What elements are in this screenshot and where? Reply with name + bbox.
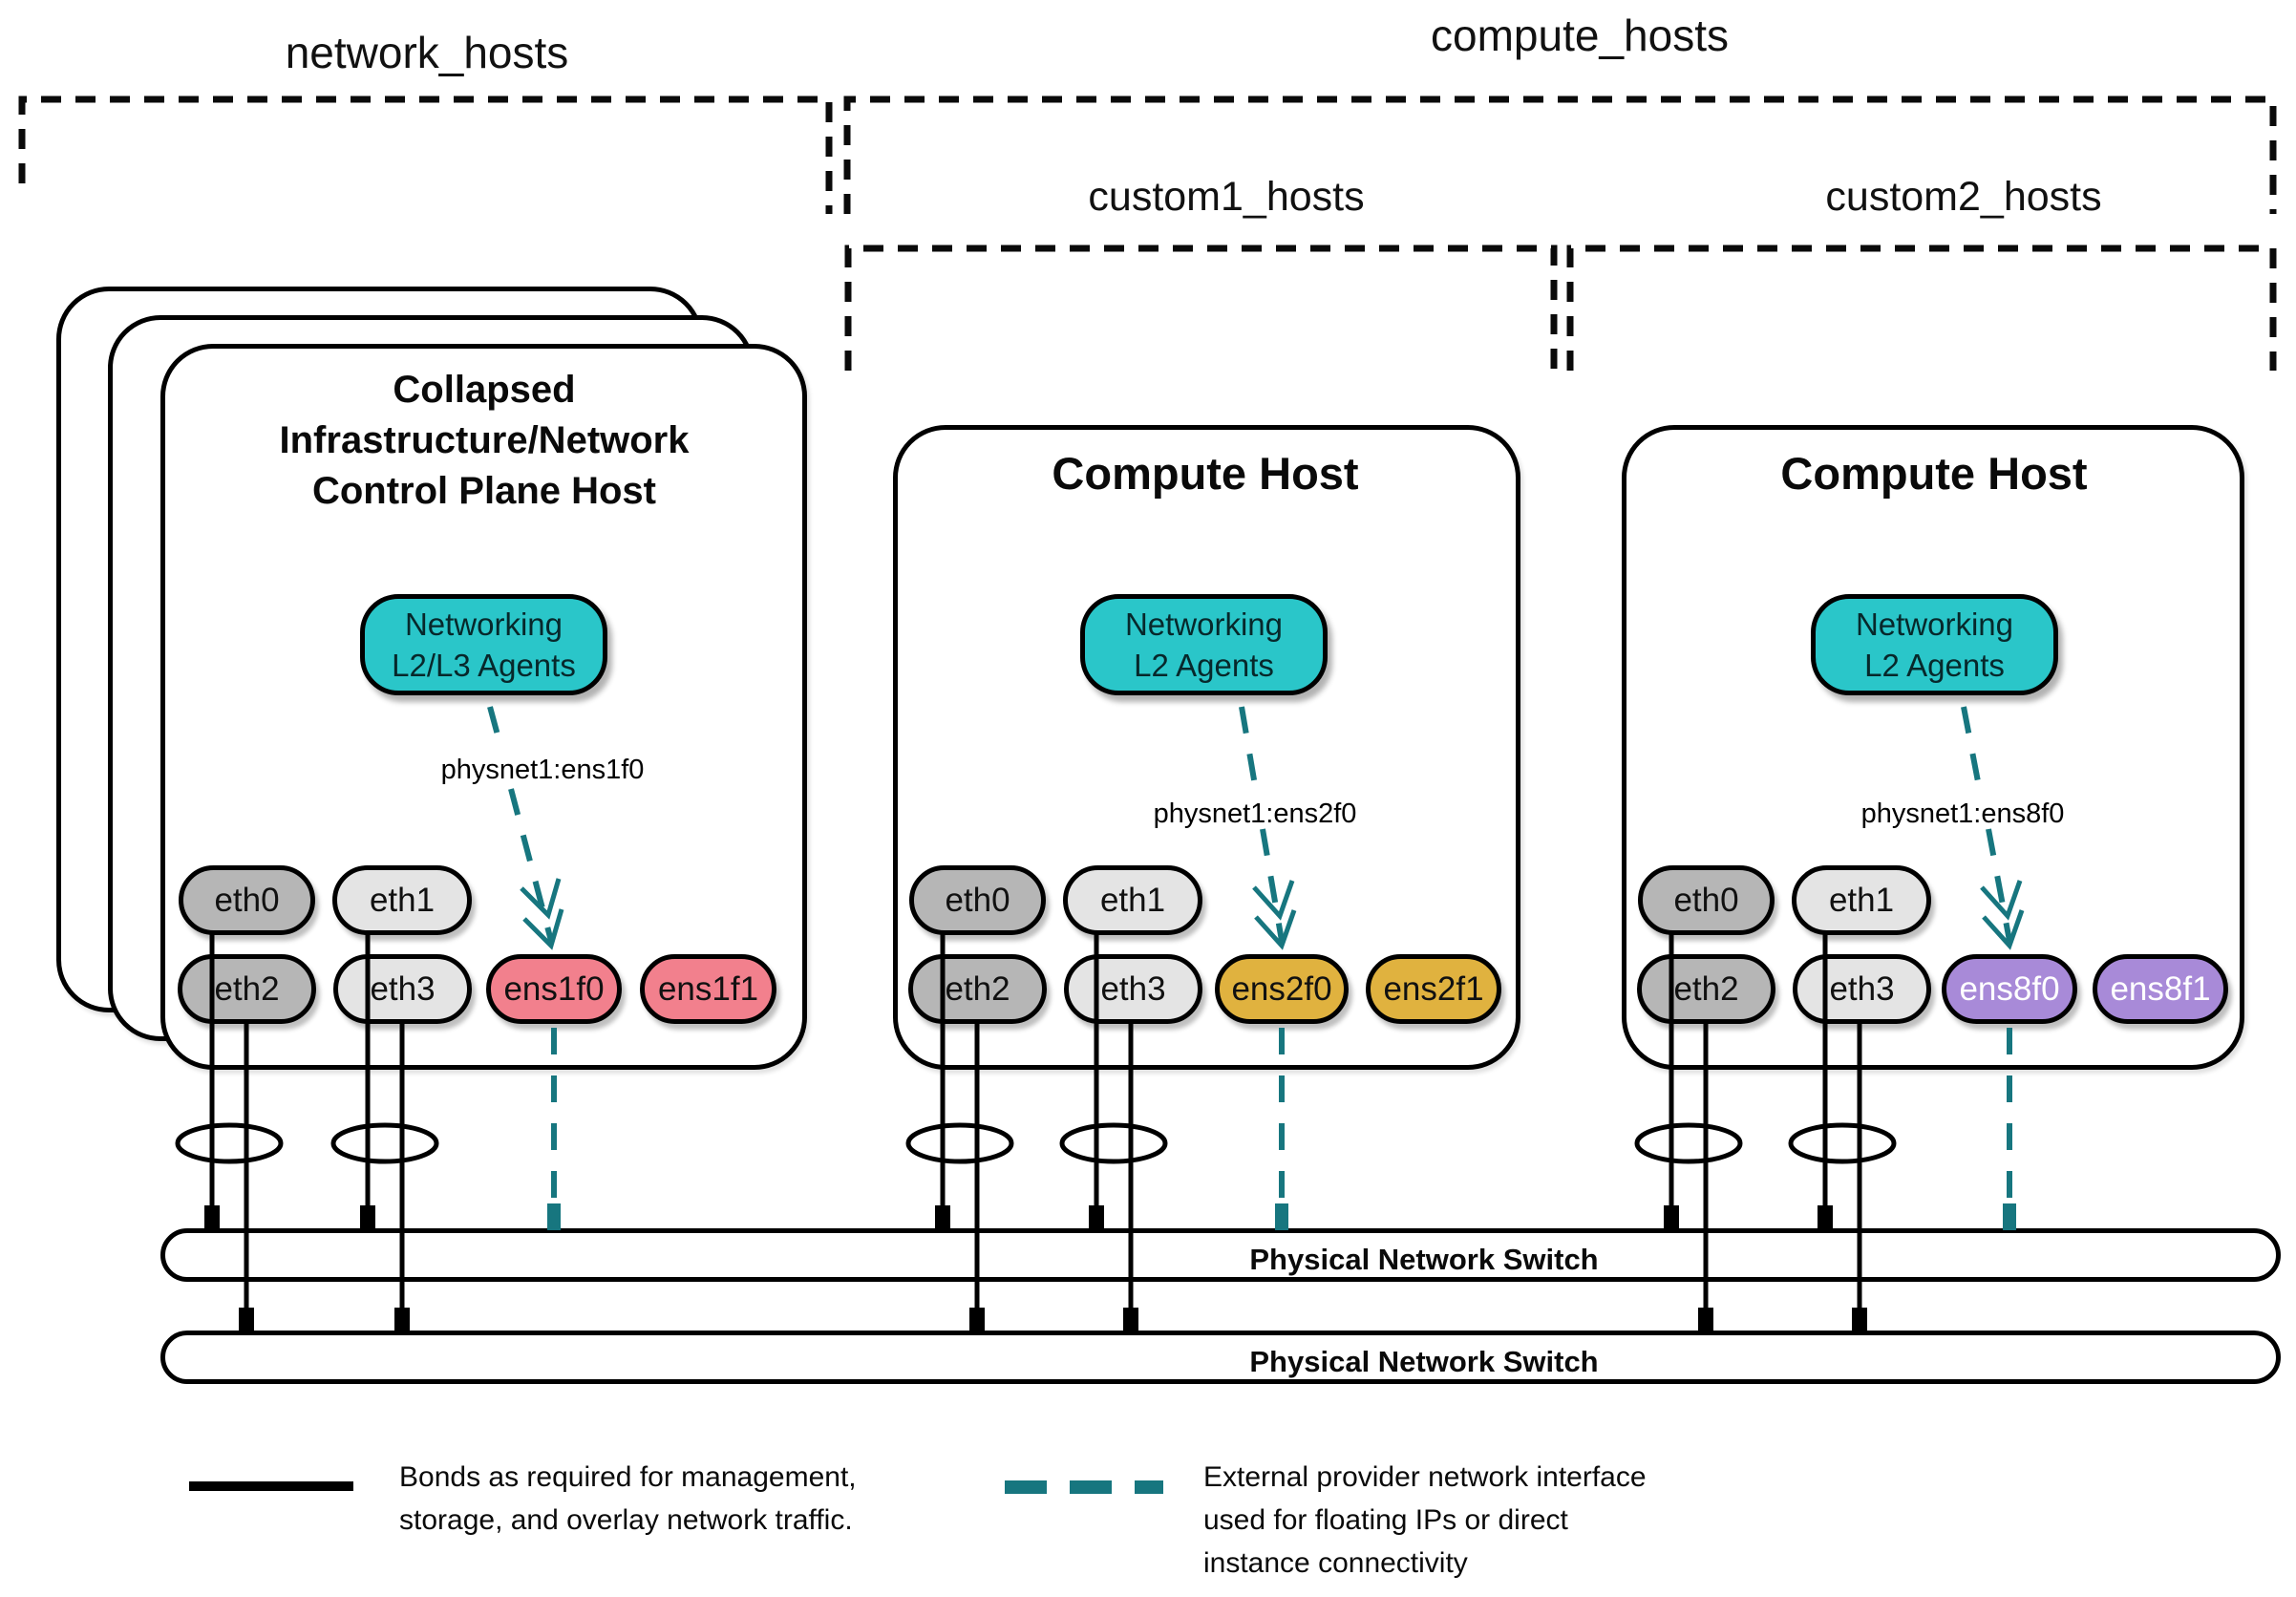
agent-label-line: Networking	[1855, 607, 2014, 642]
provider-connector-square	[1275, 1203, 1288, 1230]
agent-label-line: L2 Agents	[1134, 648, 1274, 683]
bracket-custom2-hosts	[1566, 245, 2277, 371]
connector-square	[1089, 1205, 1104, 1230]
agent-box-infra: Networking L2/L3 Agents	[360, 594, 607, 695]
nic-pill-ens2f1: ens2f1	[1366, 954, 1501, 1024]
agent-label-line: L2/L3 Agents	[392, 648, 576, 683]
nic-pill-eth0: eth0	[179, 865, 315, 935]
physical-switch-bottom: Physical Network Switch	[160, 1331, 2281, 1384]
bond-ellipse	[1634, 1122, 1743, 1164]
provider-switch-connectors	[547, 1203, 2016, 1230]
nic-pill-eth2: eth2	[178, 954, 316, 1024]
connector-square	[1852, 1308, 1867, 1332]
legend-text-line: Bonds as required for management,	[399, 1461, 857, 1493]
bond-ellipse	[1059, 1122, 1168, 1164]
connector-square	[1698, 1308, 1713, 1332]
host-box-infra	[160, 344, 807, 1070]
nic-pill-eth3: eth3	[1793, 954, 1931, 1024]
connector-square	[969, 1308, 985, 1332]
bond-ellipse	[1788, 1122, 1897, 1164]
connector-square	[1664, 1205, 1679, 1230]
agent-label-line: Networking	[404, 607, 563, 642]
physnet-label-infra: physnet1:ens1f0	[440, 755, 645, 785]
connector-square	[394, 1308, 410, 1332]
nic-pill-eth0: eth0	[909, 865, 1046, 935]
switch-label: Physical Network Switch	[1249, 1345, 1599, 1378]
connector-square	[1123, 1308, 1138, 1332]
host-title-line: Infrastructure/Network	[279, 419, 690, 461]
physnet-label-compute2: physnet1:ens8f0	[1860, 798, 2065, 829]
nic-pill-eth3: eth3	[333, 954, 472, 1024]
agent-label-line: Networking	[1124, 607, 1284, 642]
bracket-network-hosts	[18, 96, 833, 214]
provider-connector-square	[2003, 1203, 2016, 1230]
host-title-compute2: Compute Host	[1780, 448, 2088, 499]
nic-pill-eth1: eth1	[1063, 865, 1202, 935]
physnet-label-compute1: physnet1:ens2f0	[1153, 798, 1357, 829]
physical-switch-top: Physical Network Switch	[160, 1228, 2281, 1282]
host-title-line: Control Plane Host	[311, 470, 657, 512]
switch-label: Physical Network Switch	[1249, 1243, 1599, 1276]
nic-pill-ens1f1: ens1f1	[640, 954, 776, 1024]
agent-box-compute1: Networking L2 Agents	[1080, 594, 1328, 695]
host-title-compute1: Compute Host	[1052, 448, 1359, 499]
legend-provider-text: External provider network interface used…	[1203, 1456, 1647, 1585]
nic-pill-eth2: eth2	[908, 954, 1047, 1024]
group-label-custom1-hosts: custom1_hosts	[1088, 174, 1365, 220]
legend-text-line: instance connectivity	[1203, 1547, 1468, 1579]
provider-connector-square	[547, 1203, 561, 1230]
nic-pill-eth1: eth1	[1792, 865, 1931, 935]
bracket-custom1-hosts	[844, 245, 1558, 371]
nic-pill-ens8f1: ens8f1	[2093, 954, 2228, 1024]
connector-square	[239, 1308, 254, 1332]
nic-pill-ens1f0: ens1f0	[486, 954, 622, 1024]
bond-ellipse	[175, 1122, 284, 1164]
connector-square	[935, 1205, 950, 1230]
legend-bond-text: Bonds as required for management, storag…	[399, 1456, 857, 1542]
legend-bond-line-sample	[189, 1481, 353, 1491]
nic-pill-eth0: eth0	[1638, 865, 1775, 935]
nic-pill-eth2: eth2	[1637, 954, 1775, 1024]
agent-label-line: L2 Agents	[1864, 648, 2005, 683]
bond-ellipses	[175, 1122, 1897, 1164]
nic-pill-ens2f0: ens2f0	[1215, 954, 1349, 1024]
group-label-compute-hosts: compute_hosts	[1431, 11, 1729, 60]
legend-text-line: used for floating IPs or direct	[1203, 1504, 1568, 1536]
bond-ellipse	[330, 1122, 439, 1164]
host-title-infra: Collapsed Infrastructure/Network Control…	[280, 365, 690, 517]
host-title-line: Collapsed	[393, 369, 576, 411]
bond-ellipse	[905, 1122, 1014, 1164]
legend-text-line: External provider network interface	[1203, 1461, 1647, 1493]
group-label-network-hosts: network_hosts	[285, 28, 569, 77]
connector-square	[1818, 1205, 1833, 1230]
connector-square	[204, 1205, 220, 1230]
nic-pill-eth3: eth3	[1064, 954, 1202, 1024]
nic-pill-eth1: eth1	[332, 865, 472, 935]
nic-pill-ens8f0: ens8f0	[1942, 954, 2077, 1024]
agent-box-compute2: Networking L2 Agents	[1811, 594, 2058, 695]
group-label-custom2-hosts: custom2_hosts	[1825, 174, 2102, 220]
legend-text-line: storage, and overlay network traffic.	[399, 1504, 853, 1536]
connector-square	[360, 1205, 375, 1230]
